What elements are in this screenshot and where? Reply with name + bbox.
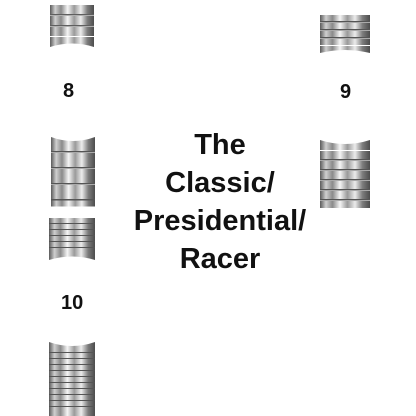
title: The Classic/ Presidential/ Racer <box>100 126 340 278</box>
watch-band-racer-top-right <box>320 15 370 53</box>
watch-band-oyster-top-left <box>50 5 94 47</box>
title-line-2: Classic/ <box>165 167 275 199</box>
watch-band-jubilee-left <box>49 218 95 260</box>
watch-band-president-bottom-left <box>49 342 95 416</box>
label-9: 9 <box>340 81 352 103</box>
label-10: 10 <box>61 292 84 314</box>
title-line-3: Presidential/ <box>133 205 307 237</box>
label-8: 8 <box>63 80 75 102</box>
watch-band-oyster-middle-left <box>51 137 95 207</box>
watch-band-racer-middle-right <box>320 140 370 208</box>
title-line-4: Racer <box>179 243 261 275</box>
title-line-1: The <box>194 129 246 161</box>
